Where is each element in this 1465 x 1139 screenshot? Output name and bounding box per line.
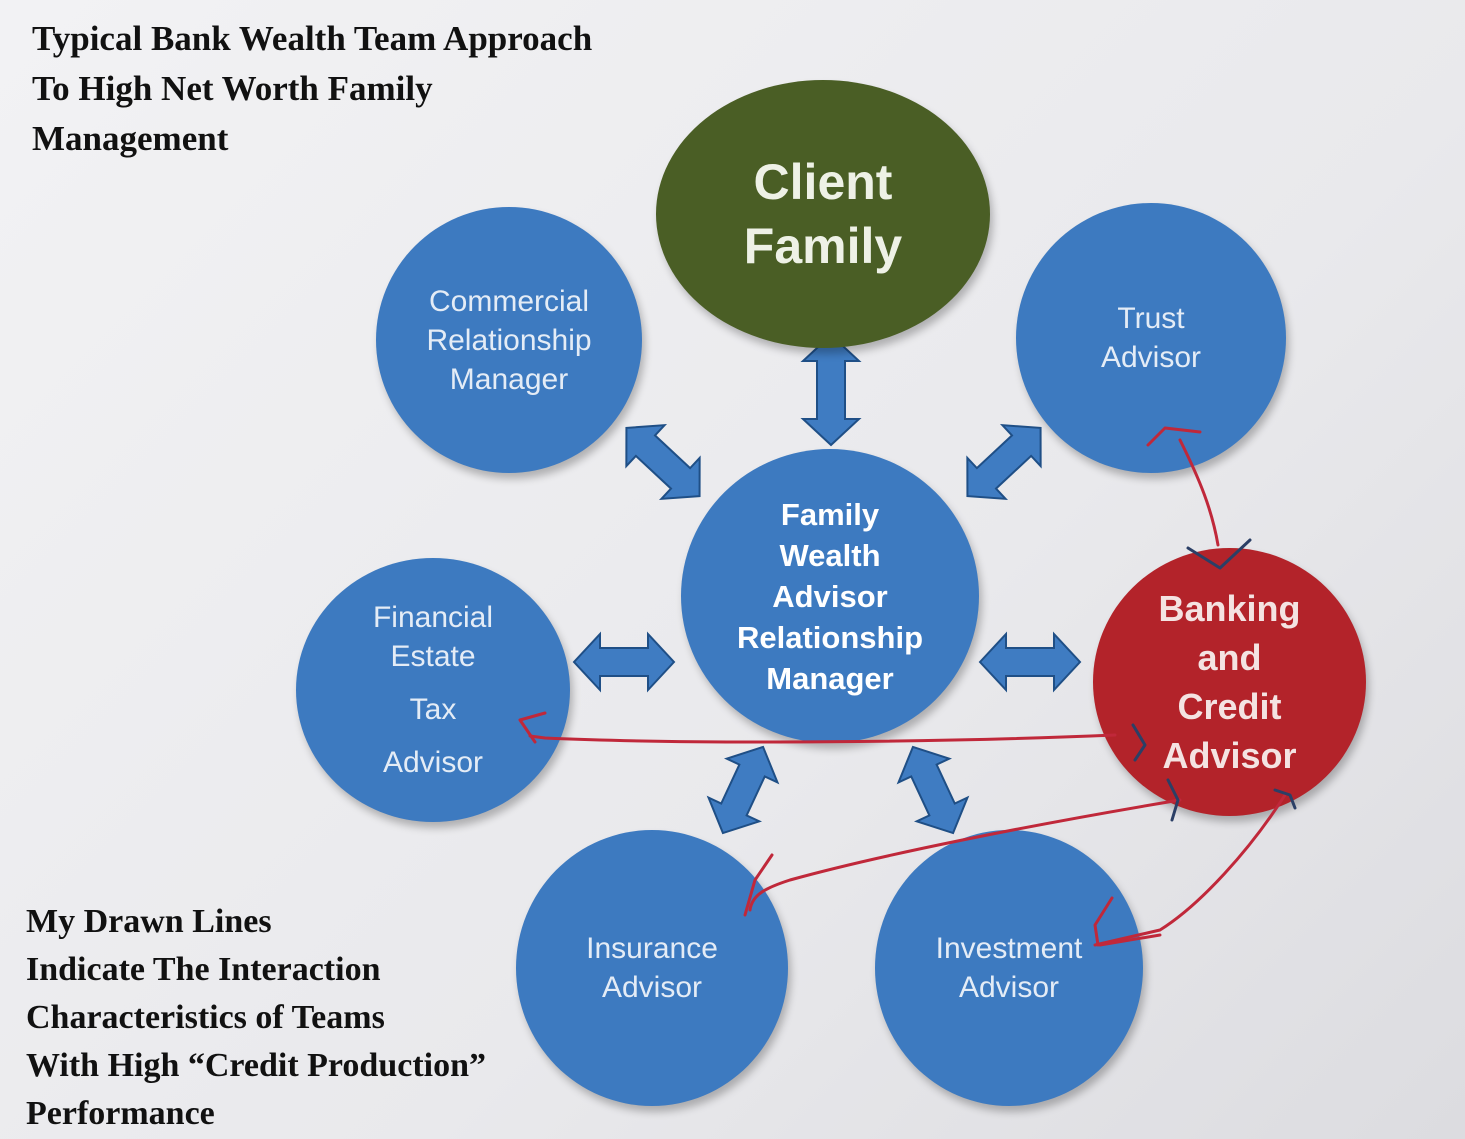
node-label: Estate [390, 640, 476, 673]
double-arrow-banking [978, 631, 1082, 693]
node-label: Wealth [779, 537, 881, 573]
node-label: Client [753, 154, 893, 210]
node-label: Advisor [1100, 341, 1202, 374]
investment-advisor-node: Investment Advisor [875, 830, 1143, 1106]
node-label: Financial [372, 601, 494, 634]
node-label: Advisor [1162, 735, 1297, 776]
note-line: Characteristics of Teams [26, 999, 385, 1036]
node-label: Investment [935, 932, 1083, 965]
node-label: Relationship [426, 323, 592, 357]
node-label: Family [780, 496, 880, 532]
node-label: Relationship [736, 619, 923, 655]
node-label: Insurance [586, 932, 718, 965]
node-label: and [1197, 637, 1262, 678]
node-label: Manager [766, 660, 894, 696]
double-arrow-commercial [625, 423, 701, 501]
commercial-relationship-manager-node: Commercial Relationship Manager [376, 207, 642, 473]
note-line: Indicate The Interaction [26, 951, 381, 988]
note-line: With High “Credit Production” [26, 1047, 486, 1084]
node-label: Credit [1177, 686, 1282, 727]
annotation-note: My Drawn Lines Indicate The Interaction … [26, 898, 486, 1138]
node-label: Tax [409, 693, 457, 726]
node-label: Advisor [772, 578, 888, 614]
double-arrow-insurance [706, 745, 780, 835]
title-line: Typical Bank Wealth Team Approach [32, 19, 593, 58]
node-label: Banking [1158, 588, 1301, 629]
double-arrow-investment [896, 745, 970, 835]
node-label: Family [743, 218, 903, 274]
node-label: Commercial [428, 284, 590, 318]
node-label: Advisor [382, 746, 484, 779]
title-line: Management [32, 119, 229, 158]
diagram-title: Typical Bank Wealth Team Approach To Hig… [32, 14, 592, 164]
insurance-advisor-node: Insurance Advisor [516, 830, 788, 1106]
node-label: Advisor [601, 971, 703, 1004]
banking-credit-advisor-node: Banking and Credit Advisor [1093, 548, 1366, 816]
node-label: Manager [449, 362, 569, 396]
note-line: Performance [26, 1095, 215, 1132]
double-arrow-trust [966, 423, 1042, 501]
node-label: Advisor [958, 971, 1060, 1004]
financial-estate-tax-advisor-node: Financial Estate Tax Advisor [296, 558, 570, 822]
family-wealth-advisor-node: Family Wealth Advisor Relationship Manag… [681, 449, 979, 743]
double-arrow-financial [572, 631, 676, 693]
node-label: Trust [1117, 302, 1185, 335]
title-line: To High Net Worth Family [32, 69, 433, 108]
note-line: My Drawn Lines [26, 903, 272, 940]
trust-advisor-node: Trust Advisor [1016, 203, 1286, 473]
client-family-node: Client Family [656, 80, 990, 348]
double-arrow-client [800, 333, 862, 447]
